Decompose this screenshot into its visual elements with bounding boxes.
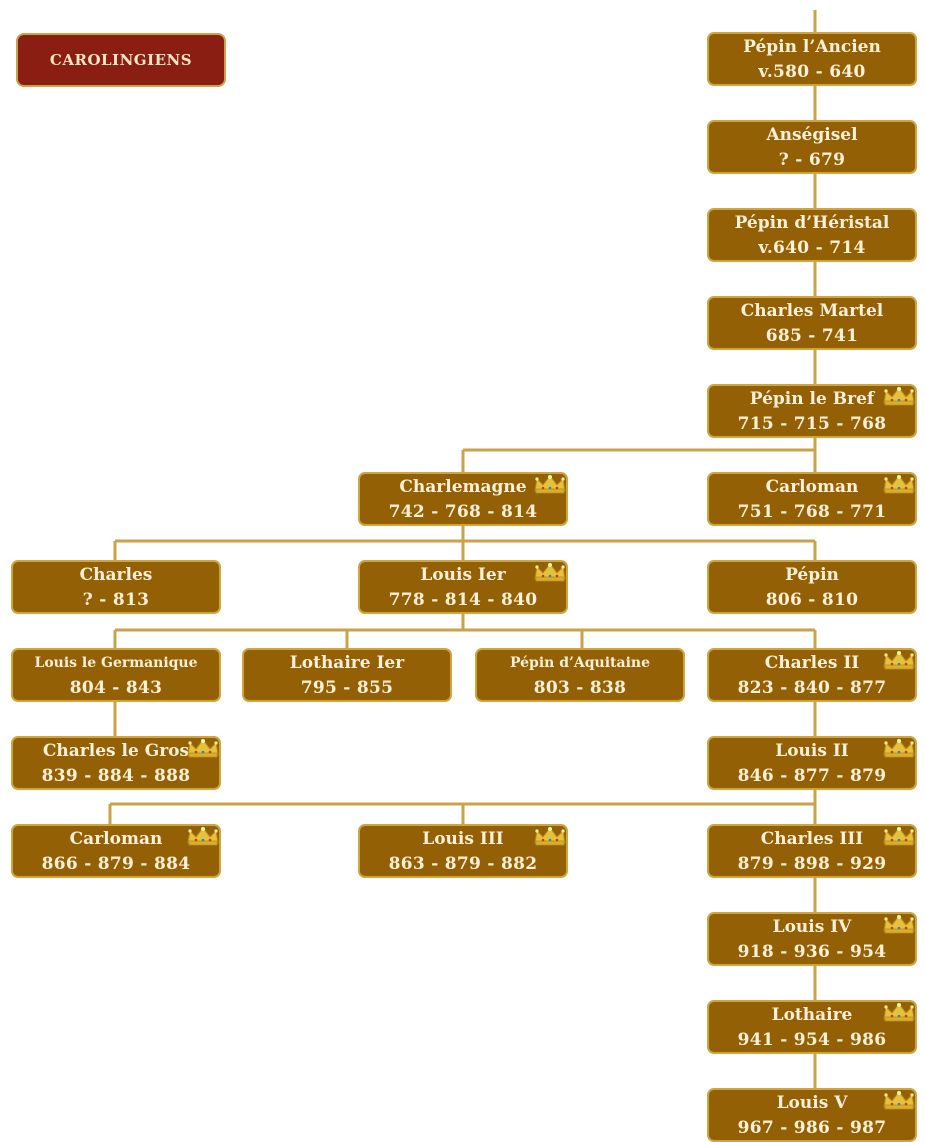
crown-icon <box>533 474 567 494</box>
person-name: Lothaire <box>771 1005 853 1025</box>
person-box-pepin-heristal: Pépin d’Héristal v.640 - 714 <box>707 208 917 262</box>
person-box-pepin-ancien: Pépin l’Ancien v.580 - 640 <box>707 32 917 86</box>
person-box-charles: Charles ? - 813 <box>11 560 221 614</box>
person-box-pepin-bref: Pépin le Bref 715 - 715 - 768 <box>707 384 917 438</box>
person-box-louis-3: Louis III 863 - 879 - 882 <box>358 824 568 878</box>
crown-icon <box>882 738 916 758</box>
person-box-ansegisel: Anségisel ? - 679 <box>707 120 917 174</box>
person-box-charlemagne: Charlemagne 742 - 768 - 814 <box>358 472 568 526</box>
person-dates: 806 - 810 <box>765 590 859 610</box>
person-name: Lothaire Ier <box>289 653 405 673</box>
person-name: Carloman <box>69 829 163 849</box>
person-dates: 866 - 879 - 884 <box>41 854 191 874</box>
person-dates: ? - 679 <box>778 150 846 170</box>
person-name: Louis le Germanique <box>34 655 198 671</box>
crown-icon <box>186 738 220 758</box>
person-dates: 941 - 954 - 986 <box>737 1030 887 1050</box>
person-box-charles-gros: Charles le Gros 839 - 884 - 888 <box>11 736 221 790</box>
person-box-charles-2: Charles II 823 - 840 - 877 <box>707 648 917 702</box>
person-name: Charles <box>79 565 153 585</box>
person-dates: 967 - 986 - 987 <box>737 1118 887 1138</box>
person-name: Louis IV <box>772 917 852 937</box>
person-name: Charles le Gros <box>42 741 190 761</box>
person-dates: 685 - 741 <box>765 326 859 346</box>
person-dates: 846 - 877 - 879 <box>737 766 887 786</box>
person-name: Charles Martel <box>740 301 884 321</box>
person-box-carloman-2: Carloman 866 - 879 - 884 <box>11 824 221 878</box>
person-name: Pépin d’Aquitaine <box>510 655 650 671</box>
person-box-charles-martel: Charles Martel 685 - 741 <box>707 296 917 350</box>
person-box-charles-3: Charles III 879 - 898 - 929 <box>707 824 917 878</box>
person-dates: 803 - 838 <box>533 678 627 698</box>
person-name: Pépin d’Héristal <box>734 213 890 233</box>
person-name: Anségisel <box>766 125 858 145</box>
person-dates: 839 - 884 - 888 <box>41 766 191 786</box>
person-dates: 863 - 879 - 882 <box>388 854 538 874</box>
person-box-lothaire: Lothaire 941 - 954 - 986 <box>707 1000 917 1054</box>
person-name: Carloman <box>765 477 859 497</box>
person-box-lothaire-1: Lothaire Ier 795 - 855 <box>242 648 452 702</box>
person-box-louis-4: Louis IV 918 - 936 - 954 <box>707 912 917 966</box>
crown-icon <box>882 826 916 846</box>
person-box-pepin-aquitaine: Pépin d’Aquitaine 803 - 838 <box>475 648 685 702</box>
crown-icon <box>882 1002 916 1022</box>
person-name: Louis Ier <box>420 565 506 585</box>
person-dates: 751 - 768 - 771 <box>737 502 887 522</box>
person-dates: 795 - 855 <box>300 678 394 698</box>
crown-icon <box>882 914 916 934</box>
crown-icon <box>533 562 567 582</box>
crown-icon <box>882 1090 916 1110</box>
person-dates: v.640 - 714 <box>758 238 866 258</box>
person-name: Pépin le Bref <box>749 389 875 409</box>
person-dates: v.580 - 640 <box>758 62 866 82</box>
person-box-louis-germanique: Louis le Germanique 804 - 843 <box>11 648 221 702</box>
person-dates: 804 - 843 <box>69 678 163 698</box>
person-box-louis-1: Louis Ier 778 - 814 - 840 <box>358 560 568 614</box>
person-dates: ? - 813 <box>82 590 150 610</box>
person-dates: 715 - 715 - 768 <box>737 414 887 434</box>
crown-icon <box>882 386 916 406</box>
person-name: Louis II <box>775 741 849 761</box>
person-box-louis-2: Louis II 846 - 877 - 879 <box>707 736 917 790</box>
person-dates: 918 - 936 - 954 <box>737 942 887 962</box>
person-box-carloman-1: Carloman 751 - 768 - 771 <box>707 472 917 526</box>
person-name: Louis V <box>776 1093 848 1113</box>
person-dates: 742 - 768 - 814 <box>388 502 538 522</box>
person-name: Pépin <box>785 565 839 585</box>
person-box-louis-5: Louis V 967 - 986 - 987 <box>707 1088 917 1142</box>
crown-icon <box>186 826 220 846</box>
person-name: Charles III <box>760 829 864 849</box>
person-dates: 879 - 898 - 929 <box>737 854 887 874</box>
person-name: Charles II <box>764 653 860 673</box>
page-title: CAROLINGIENS <box>16 33 226 87</box>
crown-icon <box>882 650 916 670</box>
person-name: Charlemagne <box>399 477 527 497</box>
person-dates: 823 - 840 - 877 <box>737 678 887 698</box>
person-dates: 778 - 814 - 840 <box>388 590 538 610</box>
person-box-pepin: Pépin 806 - 810 <box>707 560 917 614</box>
person-name: Louis III <box>422 829 504 849</box>
crown-icon <box>533 826 567 846</box>
crown-icon <box>882 474 916 494</box>
person-name: Pépin l’Ancien <box>743 37 881 57</box>
